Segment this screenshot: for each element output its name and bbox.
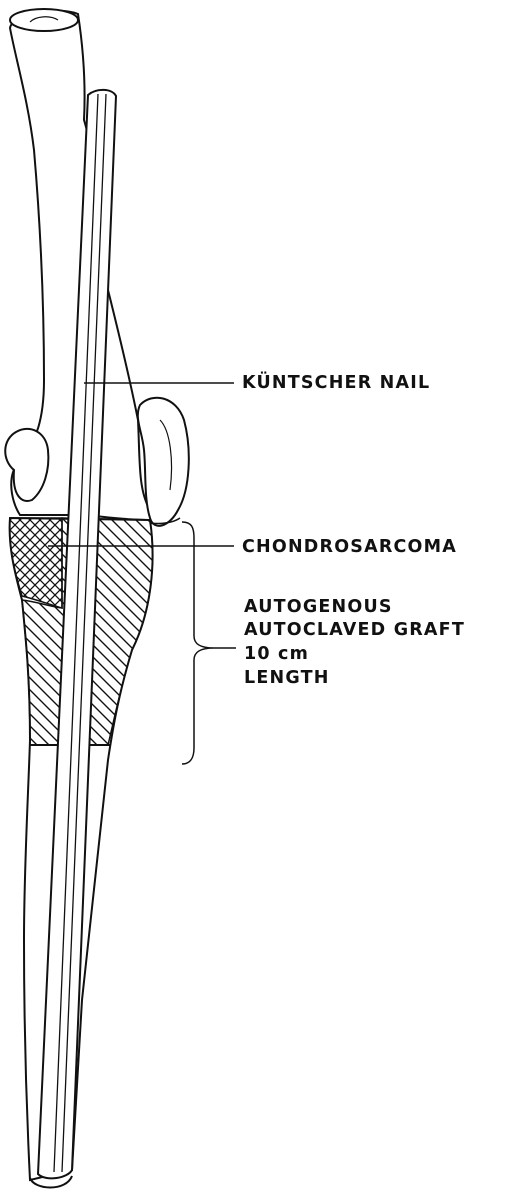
chondrosarcoma-label: CHONDROSARCOMA [242, 536, 457, 558]
kuntscher-nail-label: KÜNTSCHER NAIL [242, 372, 430, 394]
graft-label-line-4: LENGTH [244, 667, 330, 689]
femur-cut-end [10, 9, 78, 31]
graft-bracket [182, 522, 236, 764]
graft-label-line-3: 10 cm [244, 643, 309, 665]
graft-label-line-2: AUTOCLAVED GRAFT [244, 619, 465, 641]
chondrosarcoma-region [10, 518, 62, 608]
graft-label-line-1: AUTOGENOUS [244, 596, 393, 618]
